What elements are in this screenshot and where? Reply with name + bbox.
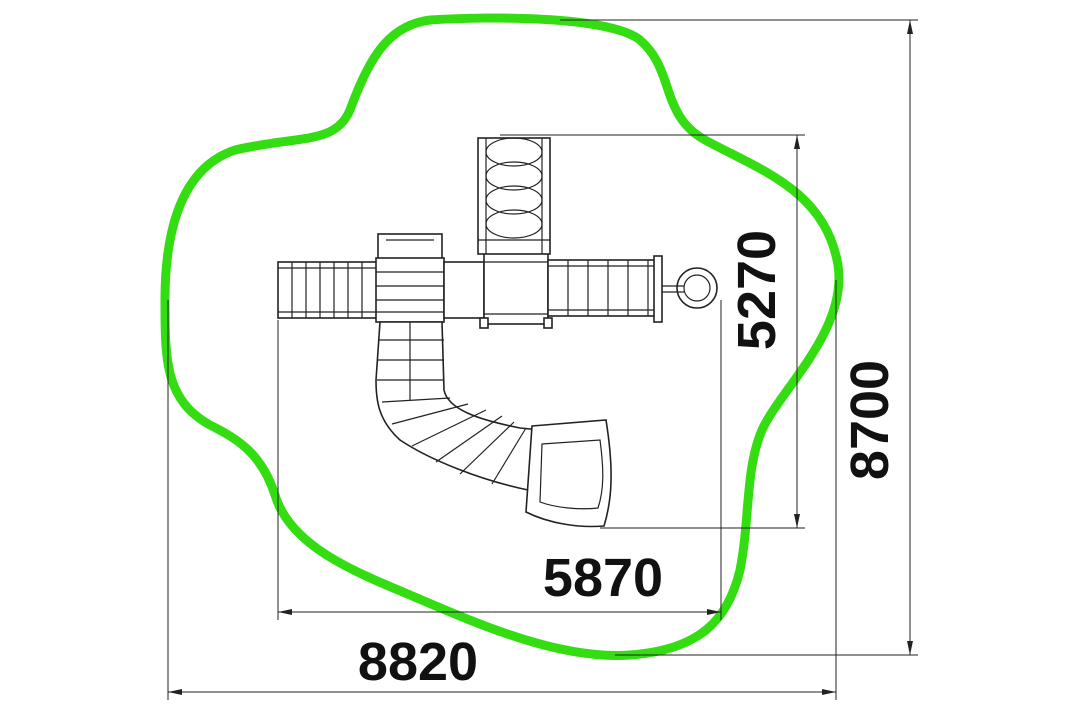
dimension-label-equipment-width: 5870 bbox=[543, 548, 663, 608]
dimension-label-zone-depth: 8700 bbox=[840, 360, 900, 480]
platform-connector bbox=[443, 261, 485, 319]
extension-lines bbox=[167, 19, 918, 700]
steering-wheel-icon bbox=[662, 267, 718, 309]
dimension-label-equipment-depth: 5270 bbox=[727, 230, 787, 350]
slide-icon bbox=[375, 321, 612, 528]
ladder-right bbox=[547, 255, 663, 323]
safety-zone-outline bbox=[160, 13, 844, 660]
dimension-label-zone-width: 8820 bbox=[358, 632, 478, 692]
ladder-icon bbox=[277, 261, 379, 319]
climbing-tube-icon bbox=[477, 137, 551, 255]
tower-right bbox=[479, 251, 553, 329]
tower-left bbox=[375, 233, 445, 323]
dimension-lines bbox=[168, 20, 913, 695]
equipment-plan bbox=[277, 137, 718, 528]
